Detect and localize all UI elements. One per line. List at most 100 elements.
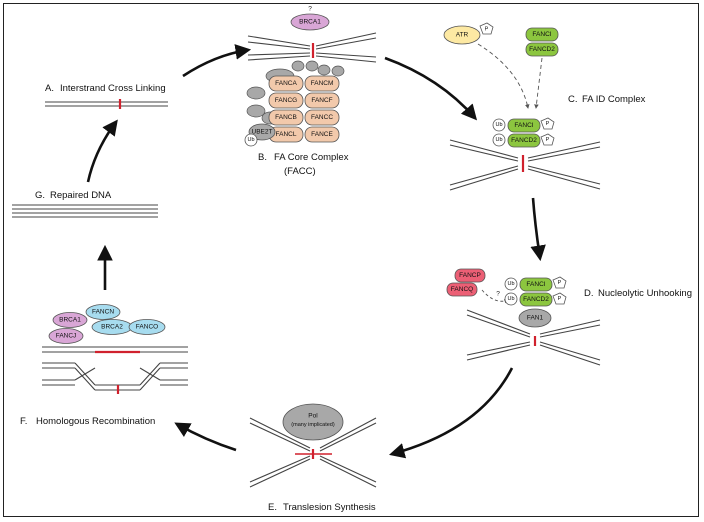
fork-dna-d xyxy=(466,309,601,366)
ub-label: Ub xyxy=(495,137,502,143)
phosphate-icon xyxy=(552,276,567,289)
p-label: P xyxy=(558,296,562,302)
fanco-label: FANCO xyxy=(136,324,158,331)
fan1-question-mark: ? xyxy=(496,291,500,298)
fanco-protein xyxy=(128,319,166,335)
arrow-c-to-d xyxy=(530,197,546,262)
pol-label: Pol xyxy=(308,413,318,420)
arrow-d-to-e xyxy=(388,367,514,459)
fancd2-d-label: FANCD2 xyxy=(523,296,549,303)
brca2-label: BRCA2 xyxy=(101,324,123,331)
brca1-top-label: BRCA1 xyxy=(299,19,321,26)
step-e-letter: E. xyxy=(268,502,277,513)
step-g-letter: G. xyxy=(35,190,45,201)
pol-note: (many implicated) xyxy=(291,422,335,428)
step-b-label: FA Core Complex xyxy=(274,152,349,163)
arrow-b-to-c xyxy=(384,56,478,121)
fancp-label: FANCP xyxy=(459,272,481,279)
fancd2-free-protein xyxy=(525,42,559,57)
fanci-d-protein xyxy=(519,277,553,292)
fancq-protein xyxy=(446,282,478,297)
cycle-arrows xyxy=(86,44,546,459)
phosphate-icon xyxy=(552,292,567,305)
fancf-label: FANCF xyxy=(311,97,332,104)
step-c: ATR P FANCI FANCD2 FANCI FANCD2 Ub Ub P … xyxy=(443,22,646,191)
step-d-label: Nucleolytic Unhooking xyxy=(598,288,692,299)
step-f: BRCA1 FANCJ FANCN BRCA2 FANCO xyxy=(20,304,188,427)
fancp-fancq-dashed-arrow xyxy=(481,289,509,304)
step-e: Pol (many implicated) E. Translesion Syn… xyxy=(249,403,377,513)
phosphate-icon xyxy=(540,117,555,130)
fanci-fancd2-dashed-arrow xyxy=(534,57,543,109)
step-b-sublabel: (FACC) xyxy=(284,166,316,177)
brca1-hr-protein xyxy=(52,312,88,328)
fancc-label: FANCC xyxy=(311,114,333,121)
phosphate-icon xyxy=(540,133,555,146)
fancg-label: FANCG xyxy=(275,97,297,104)
fanci-bound-label: FANCI xyxy=(514,122,533,129)
fancd2-bound-protein xyxy=(507,133,541,148)
ubiquitin-tag xyxy=(504,277,518,291)
step-f-label: Homologous Recombination xyxy=(36,416,155,427)
ub-label: Ub xyxy=(247,137,254,143)
brca1-protein xyxy=(290,13,330,31)
arrow-a-to-b xyxy=(182,44,252,78)
fancb-label: FANCB xyxy=(275,114,297,121)
fancn-protein xyxy=(85,304,121,320)
fork-dna-c xyxy=(449,139,601,191)
brca1-hr-label: BRCA1 xyxy=(59,317,81,324)
phosphate-icon xyxy=(479,22,494,35)
ubiquitin-tag xyxy=(492,118,506,132)
atr-protein xyxy=(443,25,481,45)
fan1-label: FAN1 xyxy=(527,315,544,322)
fanci-free-label: FANCI xyxy=(532,31,551,38)
fancg-protein xyxy=(268,92,304,109)
fancf-protein xyxy=(304,92,340,109)
fanci-d-label: FANCI xyxy=(526,281,545,288)
fance-protein xyxy=(304,126,340,143)
stalled-fork-dna xyxy=(247,32,377,63)
ubiquitin-tag xyxy=(492,133,506,147)
recombination-dna xyxy=(42,346,188,394)
step-d-letter: D. xyxy=(584,288,594,299)
fanca-protein xyxy=(268,75,304,92)
fancc-protein xyxy=(304,109,340,126)
arrow-g-to-a xyxy=(86,119,118,183)
ubiquitin-tag xyxy=(504,292,518,306)
ub-label: Ub xyxy=(507,296,514,302)
fan1-protein xyxy=(518,308,552,328)
fancl-label: FANCL xyxy=(276,131,297,138)
fork-dna-e xyxy=(249,417,377,488)
step-g: G. Repaired DNA xyxy=(12,190,158,218)
p-label: P xyxy=(546,121,550,127)
fanci-bound-protein xyxy=(507,118,541,133)
fanca-label: FANCA xyxy=(275,80,297,87)
fancd2-d-protein xyxy=(519,292,553,307)
crosslinked-dna xyxy=(45,99,168,109)
step-a-label: Interstrand Cross Linking xyxy=(60,83,166,94)
brca1-question-mark: ? xyxy=(308,6,312,13)
fancp-protein xyxy=(454,268,486,283)
fancq-label: FANCQ xyxy=(451,286,473,293)
step-e-label: Translesion Synthesis xyxy=(283,502,376,513)
fancm-label: FANCM xyxy=(311,80,334,87)
ube2t-label: UBE2T xyxy=(252,129,273,136)
p-label: P xyxy=(558,280,562,286)
step-g-label: Repaired DNA xyxy=(50,190,112,201)
step-b: ? BRCA1 FANCA FANCM FANCG FANCF xyxy=(244,6,377,177)
step-a-letter: A. xyxy=(45,83,54,94)
fancm-protein xyxy=(304,75,340,92)
atr-label: ATR xyxy=(456,32,469,39)
arrow-e-to-f xyxy=(174,422,237,452)
step-d: D. Nucleolytic Unhooking FANCP FANCQ ? F… xyxy=(446,268,692,366)
repaired-dna xyxy=(12,204,158,218)
atr-dashed-arrow xyxy=(477,43,530,109)
fanci-free-protein xyxy=(525,27,559,42)
step-c-letter: C. xyxy=(568,94,578,105)
ubiquitin-tag xyxy=(244,133,258,147)
fancb-protein xyxy=(268,109,304,126)
fancj-label: FANCJ xyxy=(56,333,77,340)
fancd2-bound-label: FANCD2 xyxy=(511,137,537,144)
